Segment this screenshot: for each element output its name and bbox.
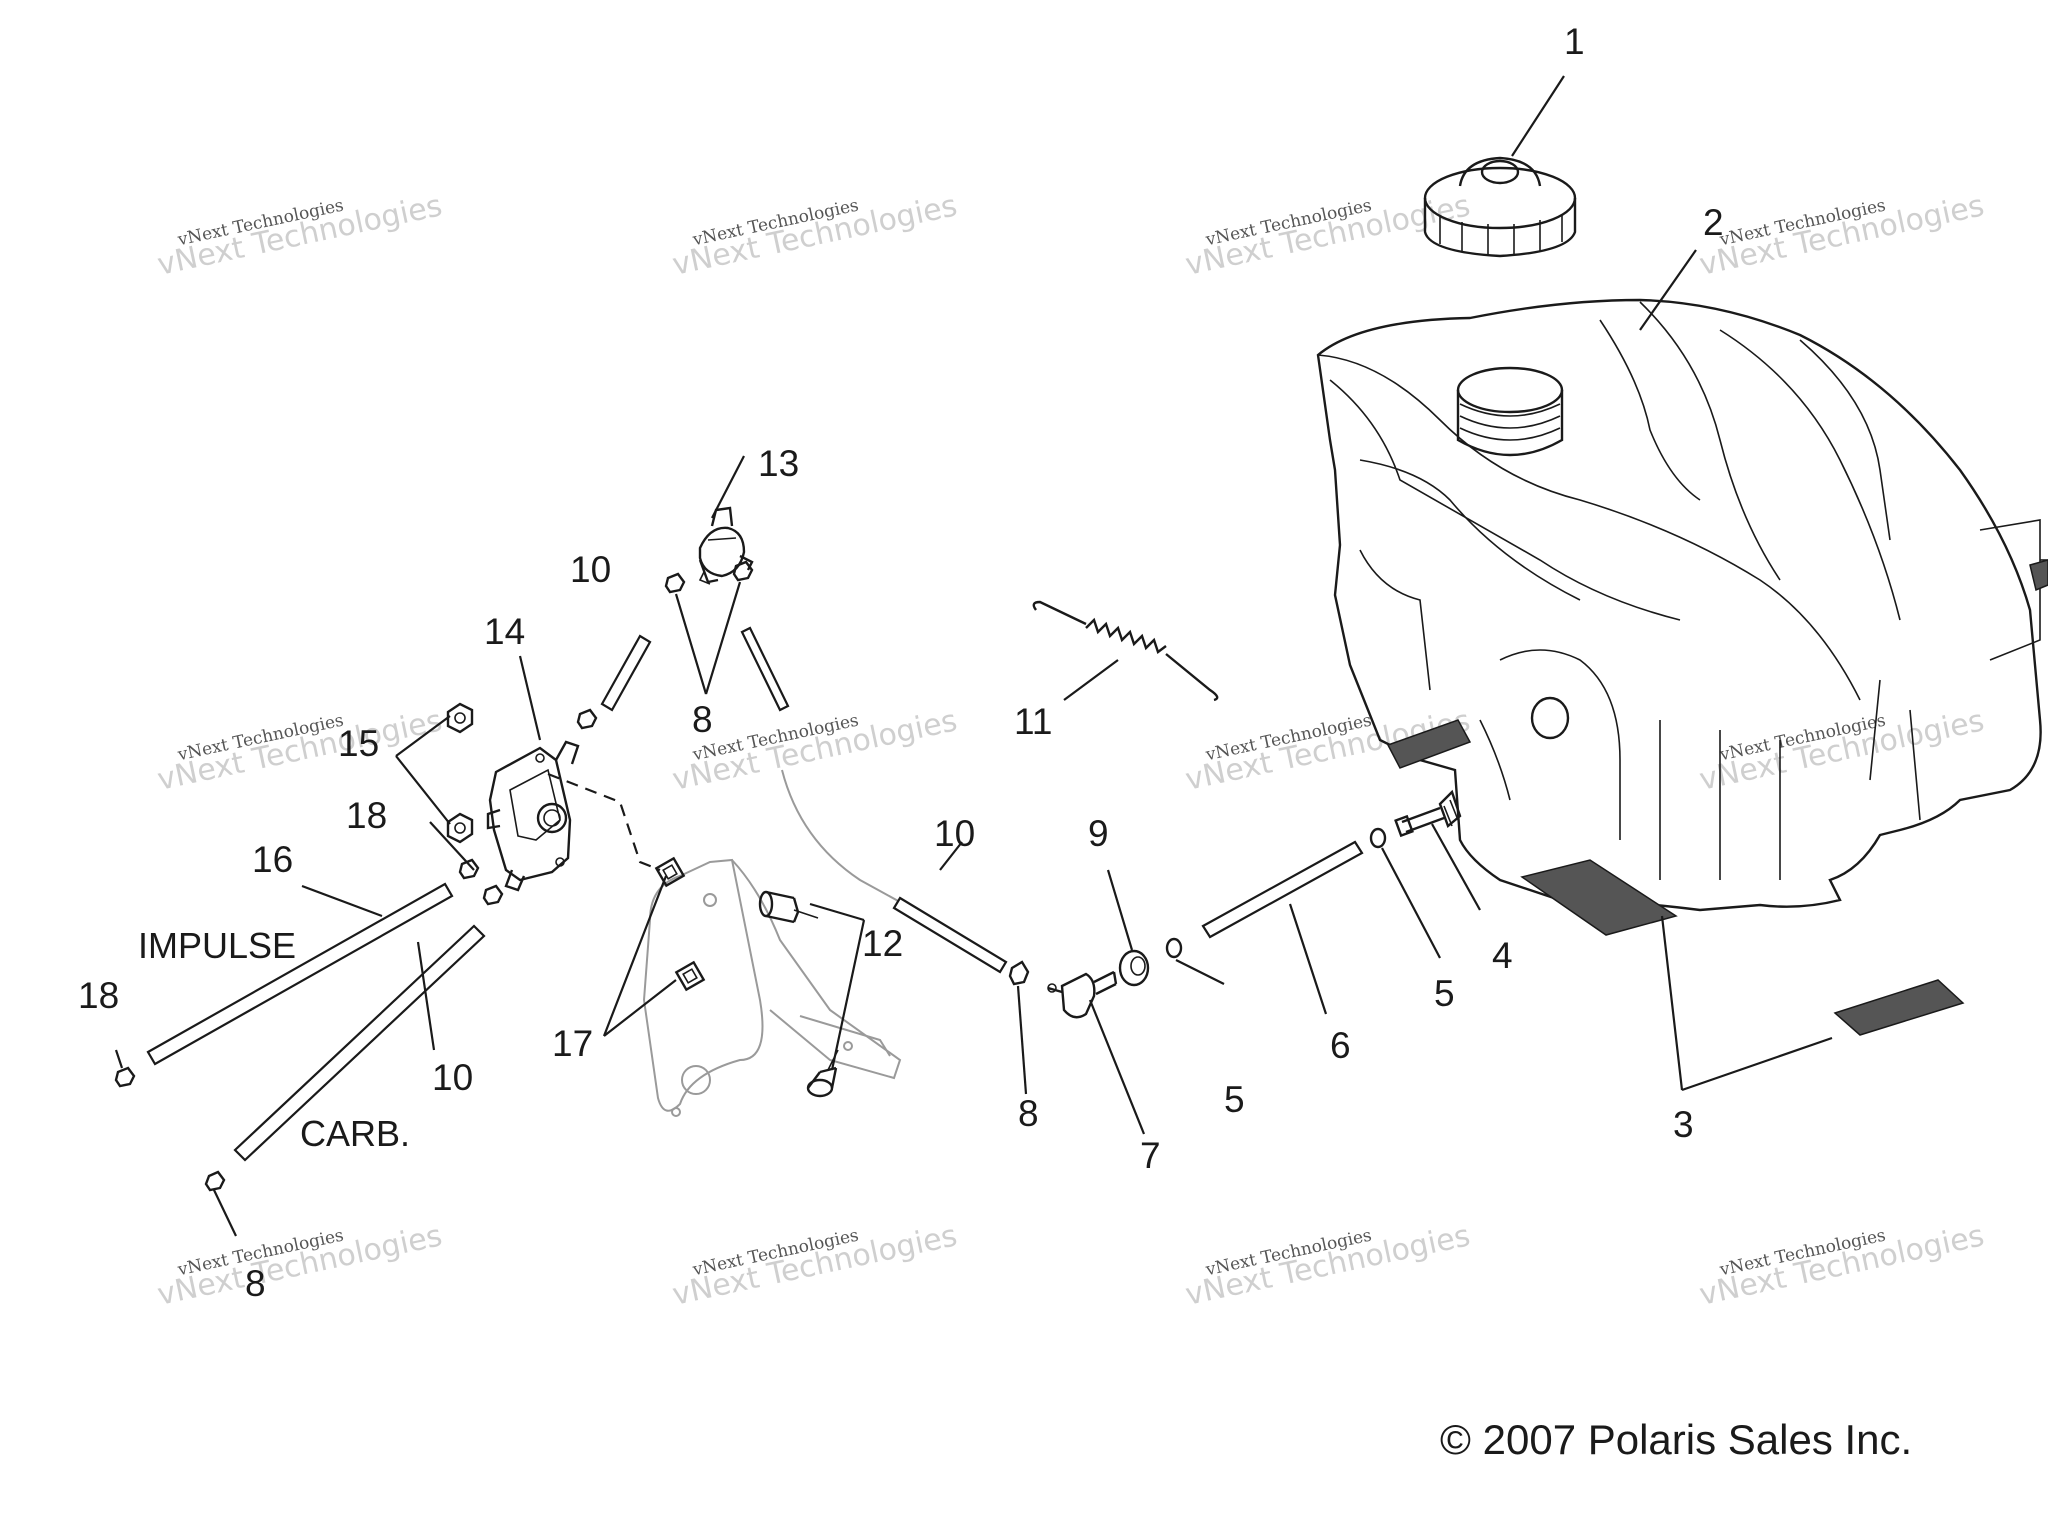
callout-14: 14 xyxy=(484,611,525,652)
callout-9: 9 xyxy=(1088,813,1109,854)
hose-clamp xyxy=(1369,827,1387,849)
hose-clamp xyxy=(1008,960,1030,986)
fuel-cap xyxy=(1423,156,1577,258)
nut xyxy=(446,702,474,734)
pad xyxy=(1833,979,1965,1036)
assembly-lines xyxy=(547,772,661,872)
bracket-grommet xyxy=(654,856,686,888)
hose-clamp xyxy=(576,708,598,730)
leader-lines xyxy=(114,75,1833,1237)
hose-clamp xyxy=(458,858,480,880)
hose-clamp xyxy=(732,560,754,582)
elbow-fitting xyxy=(1047,970,1118,1019)
watermark: vNext Technologies vNext Technologies xyxy=(1696,1218,1987,1313)
fuel-hose xyxy=(233,924,486,1162)
callout-1: 1 xyxy=(1564,21,1585,62)
callout-5: 5 xyxy=(1224,1079,1245,1120)
fuel-pump xyxy=(486,740,580,892)
callout-11: 11 xyxy=(1014,701,1052,742)
callout-18: 18 xyxy=(78,975,119,1016)
fuel-hose xyxy=(1201,840,1364,939)
callout-10: 10 xyxy=(570,549,611,590)
bolt xyxy=(806,1049,839,1098)
watermark: vNext Technologies vNext Technologies xyxy=(1182,1218,1473,1313)
watermark: vNext Technologies vNext Technologies xyxy=(669,1218,960,1313)
pad xyxy=(1386,719,1472,769)
hose-clamp xyxy=(204,1170,226,1192)
callout-4: 4 xyxy=(1492,935,1513,976)
callout-6: 6 xyxy=(1330,1025,1351,1066)
callout-2: 2 xyxy=(1703,202,1724,243)
watermark: vNext Technologies vNext Technologies xyxy=(154,188,445,283)
callout-18: 18 xyxy=(346,795,387,836)
vent-valve xyxy=(698,506,754,585)
hose-clamp xyxy=(664,572,686,594)
hose-clamp xyxy=(482,884,504,906)
callout-8: 8 xyxy=(245,1263,266,1304)
grommet xyxy=(1118,949,1150,987)
pad xyxy=(2029,559,2048,592)
callout-8: 8 xyxy=(1018,1093,1039,1134)
callout-17: 17 xyxy=(552,1023,593,1064)
callout-10: 10 xyxy=(934,813,975,854)
watermark: vNext Technologies vNext Technologies xyxy=(154,1218,445,1313)
fuel-hose xyxy=(740,626,1008,974)
callout-8: 8 xyxy=(692,699,713,740)
watermark: vNext Technologies vNext Technologies xyxy=(1182,188,1473,283)
bracket-grommet xyxy=(674,960,706,992)
hose-clamp xyxy=(114,1066,136,1088)
fuel-hose xyxy=(600,634,652,712)
callout-numbers: 1 2 3 4 5 5 6 7 8 8 8 9 10 10 10 11 12 1… xyxy=(78,21,1724,1304)
watermark: vNext Technologies vNext Technologies xyxy=(1696,188,1987,283)
callout-12: 12 xyxy=(862,923,903,964)
impulse-hose xyxy=(146,882,454,1066)
nut xyxy=(446,812,474,844)
watermark: vNext Technologies vNext Technologies xyxy=(154,703,445,798)
tension-spring xyxy=(1032,600,1219,702)
watermark-layer: vNext Technologies vNext Technologies vN… xyxy=(154,188,1987,1313)
pad xyxy=(1520,859,1678,936)
watermark: vNext Technologies vNext Technologies xyxy=(669,188,960,283)
watermark: vNext Technologies vNext Technologies xyxy=(1696,703,1987,798)
tank-fitting xyxy=(1394,789,1462,838)
tank-pads xyxy=(1386,559,2048,1036)
callout-15: 15 xyxy=(338,723,379,764)
callout-13: 13 xyxy=(758,443,799,484)
bolt xyxy=(758,890,819,924)
callout-16: 16 xyxy=(252,839,293,880)
callout-7: 7 xyxy=(1140,1135,1161,1176)
carb-label: CARB. xyxy=(300,1113,410,1154)
copyright-notice: © 2007 Polaris Sales Inc. xyxy=(1440,1416,1912,1463)
callout-5: 5 xyxy=(1434,973,1455,1014)
fuel-tank xyxy=(1316,298,2048,912)
impulse-label: IMPULSE xyxy=(138,925,296,966)
callout-10: 10 xyxy=(432,1057,473,1098)
hose-clamp xyxy=(1165,937,1183,959)
callout-3: 3 xyxy=(1673,1104,1694,1145)
